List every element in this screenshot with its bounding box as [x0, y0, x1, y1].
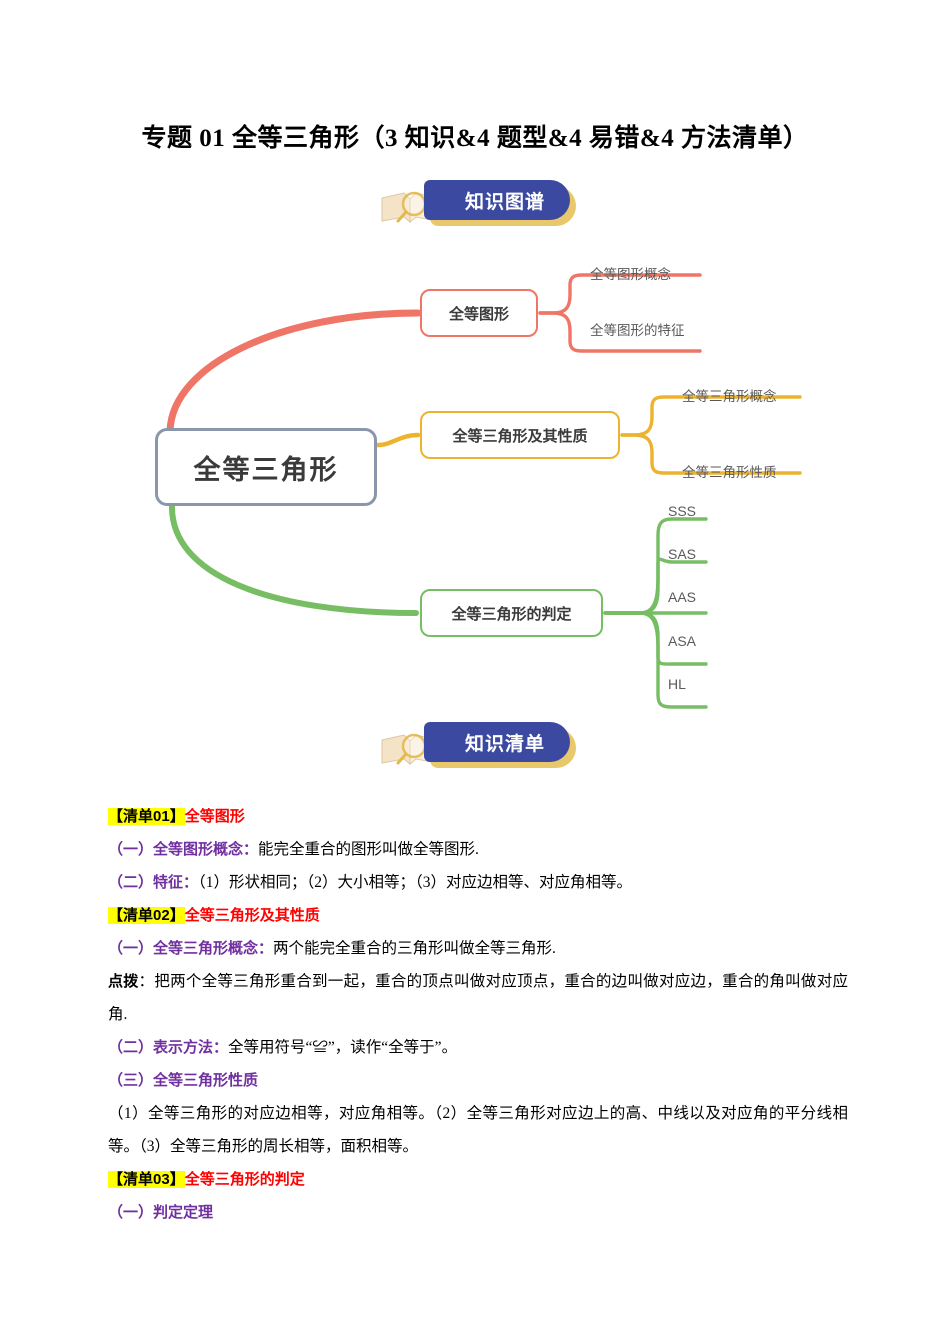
mindmap-leaf-3-3: AAS — [668, 589, 697, 605]
item-text: （1）全等三角形的对应边相等，对应角相等。（2）全等三角形对应边上的高、中线以及… — [108, 1105, 848, 1155]
banner-plate: 知识清单 — [424, 722, 570, 762]
item-text: 全等用符号“≌”，读作“全等于”。 — [228, 1039, 458, 1056]
checklist-heading-text-03: 全等三角形的判定 — [184, 1171, 305, 1188]
checklist-item-01-2: （二）特征：（1）形状相同；（2）大小相等；（3）对应边相等、对应角相等。 — [108, 866, 848, 899]
checklist-heading-text-02: 全等三角形及其性质 — [184, 907, 320, 924]
item-marker: （二） — [108, 1039, 154, 1056]
checklist-item-03-1: （一）判定定理 — [108, 1196, 848, 1229]
mindmap-leaf-3-1: SSS — [668, 503, 697, 519]
item-sep: ： — [183, 874, 199, 891]
banner-plate: 知识图谱 — [424, 180, 570, 220]
mindmap-branch-label-3: 全等三角形的判定 — [451, 605, 572, 623]
item-term: 全等三角形性质 — [153, 1072, 259, 1089]
mindmap-connectors — [166, 273, 802, 709]
item-term: 全等三角形概念 — [153, 940, 259, 957]
checklist-item-02-5: （1）全等三角形的对应边相等，对应角相等。（2）全等三角形对应边上的高、中线以及… — [108, 1097, 848, 1163]
item-marker: （一） — [108, 1204, 154, 1221]
item-term: 特征 — [153, 874, 184, 891]
item-text: 能完全重合的图形叫做全等图形. — [258, 841, 479, 858]
item-term: 全等图形概念 — [153, 841, 244, 858]
checklist-tag-02: 【清单02】 — [108, 907, 185, 924]
item-sep: ： — [243, 841, 259, 858]
mindmap-leaf-1-2: 全等图形的特征 — [590, 323, 685, 338]
item-text: （1）形状相同；（2）大小相等；（3）对应边相等、对应角相等。 — [198, 874, 633, 891]
mindmap-leaf-3-5: HL — [668, 676, 686, 692]
item-marker: （三） — [108, 1072, 154, 1089]
checklist-item-02-3: （二）表示方法：全等用符号“≌”，读作“全等于”。 — [108, 1031, 848, 1064]
item-marker: （二） — [108, 874, 154, 891]
item-text: 两个能完全重合的三角形叫做全等三角形. — [273, 940, 556, 957]
mindmap-leaf-2-2: 全等三角形性质 — [682, 465, 777, 480]
checklist-item-01-1: （一）全等图形概念：能完全重合的图形叫做全等图形. — [108, 833, 848, 866]
item-marker: （一） — [108, 841, 154, 858]
checklist-heading-03: 【清单03】全等三角形的判定 — [108, 1163, 848, 1196]
item-sep: ： — [138, 973, 155, 990]
mindmap-branch-label-1: 全等图形 — [448, 305, 509, 323]
banner-knowledge-list: 知识清单 — [378, 722, 578, 768]
mindmap-leaf-3-4: ASA — [668, 633, 697, 649]
mindmap-leaf-1-1: 全等图形概念 — [590, 267, 671, 282]
item-marker: （一） — [108, 940, 154, 957]
item-sep: ： — [258, 940, 274, 957]
mindmap-branch-label-2: 全等三角形及其性质 — [452, 427, 588, 445]
checklist-item-02-2: 点拨：把两个全等三角形重合到一起，重合的顶点叫做对应顶点，重合的边叫做对应边，重… — [108, 965, 848, 1031]
mindmap-leaf-3-2: SAS — [668, 546, 697, 562]
banner-label: 知识清单 — [464, 733, 545, 755]
checklist-heading-01: 【清单01】全等图形 — [108, 800, 848, 833]
checklist-heading-02: 【清单02】全等三角形及其性质 — [108, 899, 848, 932]
banner-label: 知识图谱 — [464, 191, 545, 213]
checklist-tag-01: 【清单01】 — [108, 808, 185, 825]
checklist-heading-text-01: 全等图形 — [184, 808, 245, 825]
checklist-content: 【清单01】全等图形 （一）全等图形概念：能完全重合的图形叫做全等图形. （二）… — [108, 800, 848, 1229]
mindmap-branch-node-2[interactable]: 全等三角形及其性质 — [420, 411, 620, 459]
banner-knowledge-graph: 知识图谱 — [378, 180, 578, 226]
mindmap-root-node[interactable]: 全等三角形 — [155, 428, 377, 506]
item-term: 判定定理 — [153, 1204, 214, 1221]
mindmap-diagram: 全等三角形 全等图形 全等三角形及其性质 全等三角形的判定 全等图形概念 全等图… — [0, 245, 950, 715]
item-term: 点拨 — [108, 973, 139, 990]
item-text: 把两个全等三角形重合到一起，重合的顶点叫做对应顶点，重合的边叫做对应边，重合的角… — [108, 973, 848, 1023]
checklist-tag-03: 【清单03】 — [108, 1171, 185, 1188]
mindmap-root-label: 全等三角形 — [193, 454, 339, 485]
checklist-item-02-4: （三）全等三角形性质 — [108, 1064, 848, 1097]
mindmap-leaf-2-1: 全等三角形概念 — [682, 389, 777, 404]
page-title: 专题 01 全等三角形（3 知识&4 题型&4 易错&4 方法清单） — [141, 125, 809, 152]
mindmap-branch-node-1[interactable]: 全等图形 — [420, 289, 538, 337]
item-sep: ： — [213, 1039, 229, 1056]
item-term: 表示方法 — [153, 1039, 214, 1056]
mindmap-branch-node-3[interactable]: 全等三角形的判定 — [420, 589, 603, 637]
checklist-item-02-1: （一）全等三角形概念：两个能完全重合的三角形叫做全等三角形. — [108, 932, 848, 965]
